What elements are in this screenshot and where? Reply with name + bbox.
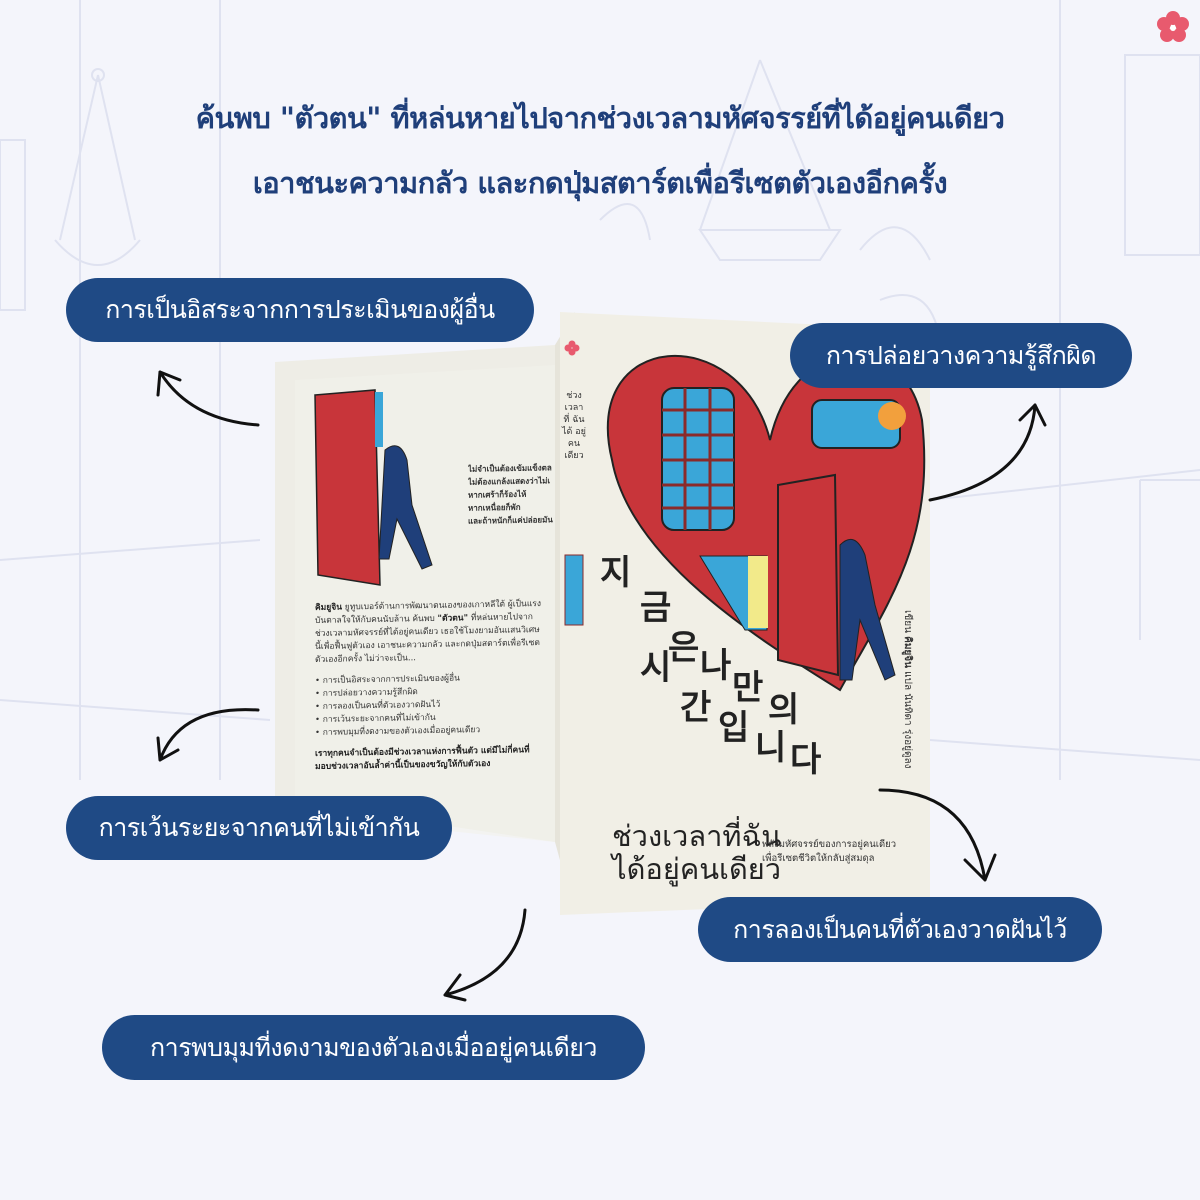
feature-pill-independence: การเป็นอิสระจากการประเมินของผู้อื่น — [66, 278, 534, 342]
cover-credits: เขียน คิมยูจิน แปล นันทิดา รุ่งอยู่ดูลง — [902, 610, 913, 769]
feature-pill-guilt: การปล่อยวางความรู้สึกผิด — [790, 323, 1132, 388]
korean-title-char: 은 — [668, 628, 700, 668]
korean-title-char: 의 — [768, 690, 800, 730]
korean-title-char: 나 — [700, 646, 732, 686]
back-poem: ไม่จำเป็นต้องเข้มแข็งตลไม่ต้องแกล้งแสดงว… — [468, 463, 553, 526]
cover-subtitle: พลังมหัศจรรย์ของการอยู่คนเดียวเพื่อรีเซต… — [762, 839, 897, 864]
korean-title-char: 다 — [790, 740, 822, 780]
flower-logo-icon — [1157, 11, 1189, 42]
feature-pill-dream-self: การลองเป็นคนที่ตัวเองวาดฝันไว้ — [698, 897, 1102, 962]
curved-arrow-icon — [156, 370, 1047, 1002]
cover-thai-title: ช่วงเวลาที่ฉันได้อยู่คนเดียว — [612, 819, 782, 886]
back-blurb: คิมยูจิน ยูทูบเบอร์ด้านการพัฒนาตนเองของเ… — [315, 599, 542, 773]
front-door-illustration — [777, 473, 840, 677]
spine-title: ช่วง เวลา ที่ ฉัน ได้ อยู่ คน เดียว — [562, 391, 586, 461]
korean-title-char: 만 — [732, 668, 764, 708]
korean-title-char: 입 — [718, 708, 750, 748]
korean-title-char: 간 — [680, 688, 712, 728]
spine-logo-icon — [564, 340, 580, 356]
korean-title-char: 지 — [600, 553, 632, 593]
headline-line-1: ค้นพบ "ตัวตน" ที่หล่นหายไปจากช่วงเวลามหั… — [195, 101, 1005, 135]
feature-pill-distance: การเว้นระยะจากคนที่ไม่เข้ากัน — [66, 796, 452, 860]
feature-pill-beauty: การพบมุมที่งดงามของตัวเองเมื่ออยู่คนเดีย… — [102, 1015, 645, 1080]
back-door-illustration — [314, 389, 381, 586]
korean-title-char: 니 — [755, 728, 787, 768]
headline-line-2: เอาชนะความกลัว และกดปุ่มสตาร์ตเพื่อรีเซต… — [252, 166, 948, 200]
korean-title-char: 시 — [640, 648, 672, 688]
korean-title-char: 금 — [640, 588, 672, 628]
